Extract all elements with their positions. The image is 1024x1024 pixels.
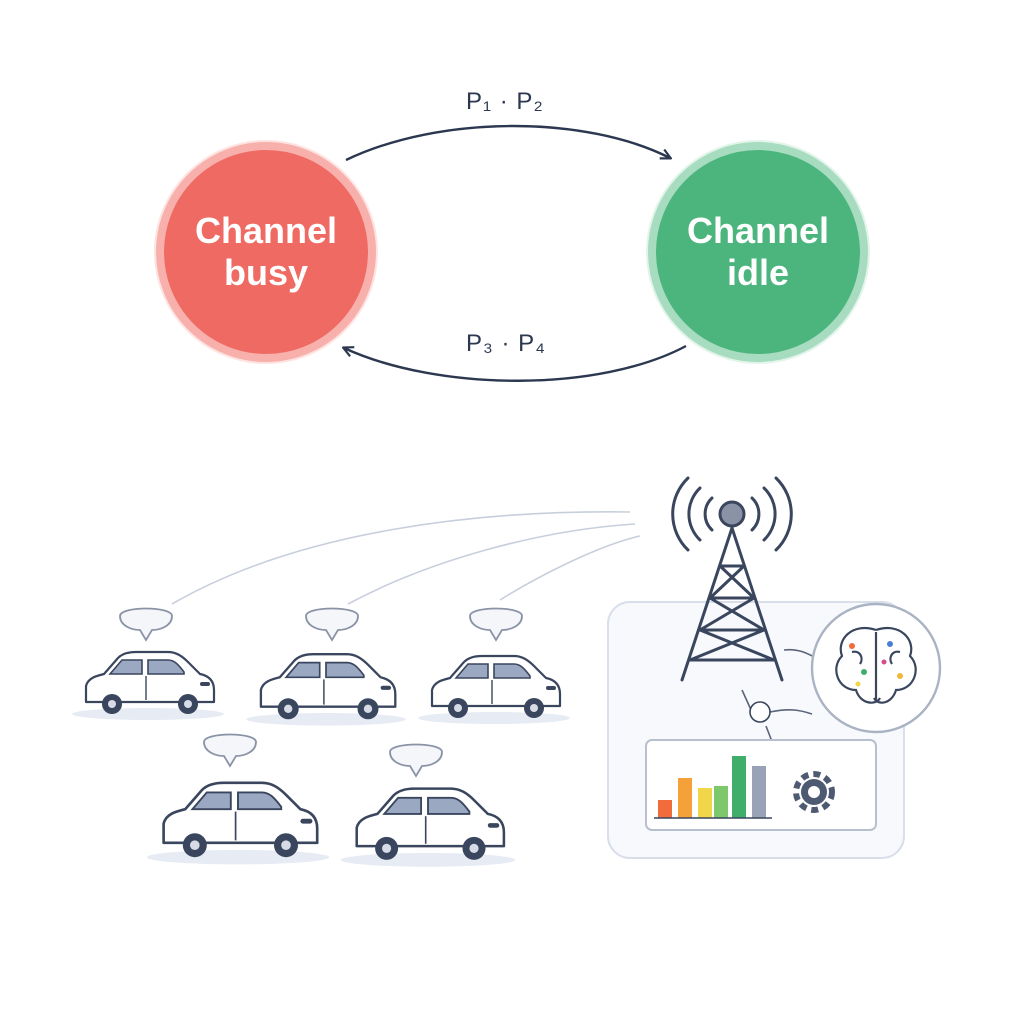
car-icon: [246, 653, 406, 726]
transition-label-busy-to-idle: P₁ · P₂: [466, 88, 544, 115]
vehicle-fleet: [72, 607, 570, 867]
bar-chart-bar: [698, 788, 712, 818]
bar-chart-bar: [658, 800, 672, 818]
car-icon: [72, 650, 224, 720]
brain-color-dots: [849, 641, 903, 687]
bar-chart-icon: [654, 756, 772, 819]
state-channel-busy: Channel busy: [156, 142, 376, 362]
state-busy-label: Channel busy: [194, 210, 337, 293]
brain-icon: [835, 627, 917, 704]
transition-label-idle-to-busy: P₃ · P₄: [466, 330, 546, 357]
bar-chart-bar: [678, 778, 692, 818]
car-icon: [418, 654, 570, 724]
car-icon: [146, 781, 330, 865]
cell-tower-icon: [671, 476, 793, 682]
speech-bubble-icon: [389, 743, 443, 778]
bar-chart-bar: [732, 756, 746, 818]
gear-icon: [793, 771, 835, 813]
bar-chart-bar: [714, 786, 728, 818]
speech-bubble-icon: [469, 607, 523, 642]
car-icon: [340, 787, 516, 867]
speech-bubble-icon: [305, 607, 359, 642]
speech-bubble-icon: [119, 607, 173, 642]
signal-links: [171, 511, 641, 605]
state-idle-label: Channel idle: [686, 210, 829, 293]
arrow-busy-to-idle: [345, 124, 670, 162]
speech-bubble-icon: [203, 733, 257, 768]
bar-chart-bar: [752, 766, 766, 818]
ai-brain-bubble: [810, 602, 942, 734]
state-channel-idle: Channel idle: [648, 142, 868, 362]
arrow-idle-to-busy: [344, 344, 687, 382]
